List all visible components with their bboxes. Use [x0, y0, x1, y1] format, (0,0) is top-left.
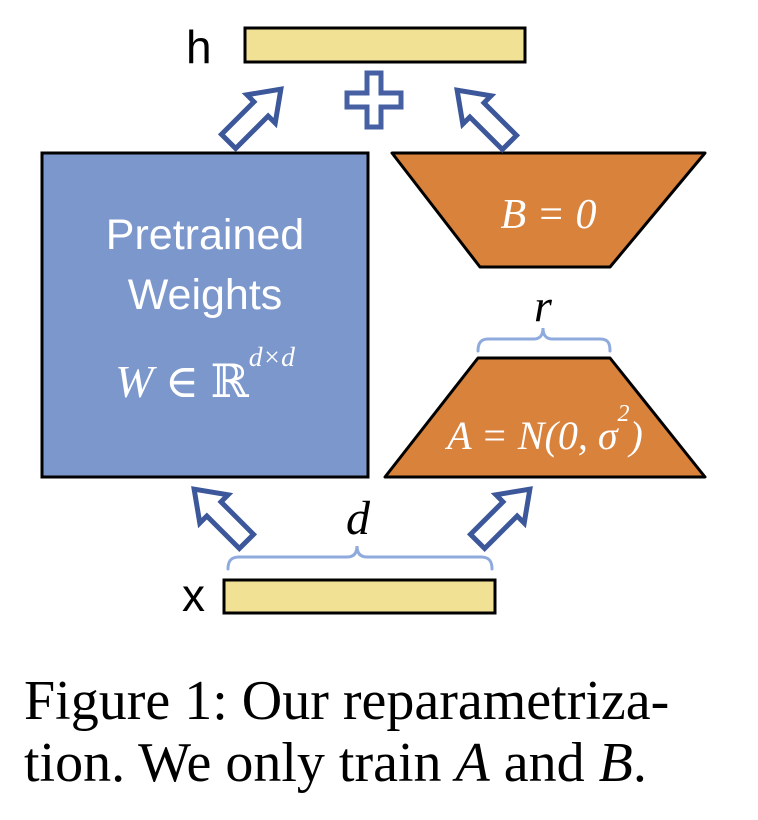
pretrained-weights-title: Pretrained Weights: [106, 205, 304, 325]
arrow-up-right-icon-bottom: [466, 486, 533, 553]
x-label: x: [182, 569, 205, 621]
caption-line2: tion. We only train A and B.: [24, 732, 740, 794]
w-formula: W ∈ ℝd×d: [115, 342, 295, 407]
matrix-b-trapezoid: [390, 151, 707, 269]
w-relation: ∈ ℝ: [153, 356, 249, 407]
pretrained-weights-box: [40, 151, 370, 479]
diagram-canvas: [40, 26, 707, 615]
arrow-up-left-icon: [454, 87, 521, 154]
caption-var-b: B: [598, 732, 633, 794]
caption-var-a: A: [455, 732, 490, 794]
arrow-up-right-icon: [217, 86, 284, 153]
matrix-b-formula: B = 0: [500, 192, 597, 238]
dim-d-label: d: [346, 492, 370, 545]
x-vector-bar: [222, 578, 497, 615]
h-vector-bar: [243, 26, 527, 64]
a-formula-sup: 2: [617, 401, 630, 428]
h-label: h: [186, 21, 212, 73]
matrix-a-formula: A = N(0, σ2): [385, 402, 705, 458]
rank-r-brace: [476, 327, 612, 353]
pretrained-title-line1: Pretrained: [105, 211, 305, 259]
a-formula-pre: A = N(0, σ: [447, 413, 618, 458]
caption-line2-post: .: [632, 732, 647, 794]
pretrained-weights-text: Pretrained Weights W ∈ ℝd×d: [42, 153, 368, 477]
a-formula-post: ): [629, 413, 643, 458]
w-var: W: [115, 356, 154, 407]
figure-caption: Figure 1: Our reparametriza- tion. We on…: [24, 670, 740, 794]
rank-r-label: r: [534, 280, 552, 331]
caption-line2-pre: tion. We only train: [24, 732, 456, 794]
matrix-a-trapezoid: [383, 356, 707, 479]
dim-d-brace: [226, 545, 494, 571]
arrow-up-left-icon-bottom: [191, 486, 258, 553]
w-superscript: d×d: [248, 340, 295, 372]
pretrained-title-line2: Weights: [127, 271, 283, 319]
caption-line1: Figure 1: Our reparametriza-: [24, 670, 670, 732]
plus-icon: [344, 70, 404, 130]
caption-line2-mid: and: [489, 732, 599, 794]
